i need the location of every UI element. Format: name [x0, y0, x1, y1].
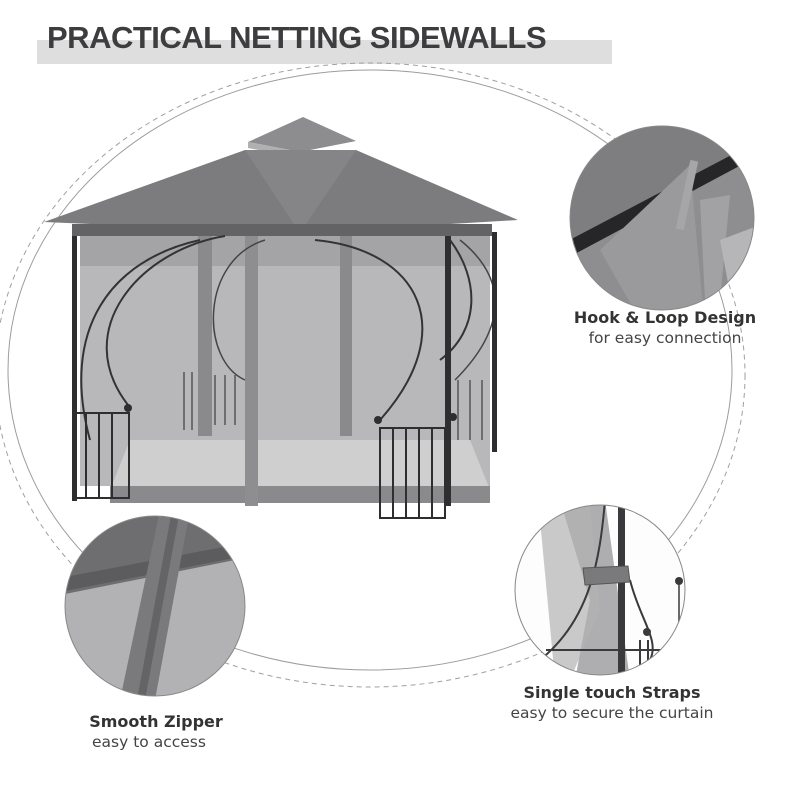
caption-heading: Single touch Straps	[523, 683, 701, 702]
caption-straps: Single touch Straps easy to secure the c…	[496, 683, 728, 722]
inset-hook-loop-image	[570, 126, 754, 310]
gazebo-icon	[44, 117, 518, 519]
decorative-arcs	[0, 62, 746, 688]
caption-heading: Smooth Zipper	[89, 712, 223, 731]
caption-hook-loop: Hook & Loop Design for easy connection	[566, 308, 764, 347]
title-band	[37, 40, 612, 64]
caption-subtext: for easy connection	[588, 329, 742, 347]
inset-zipper-image	[65, 516, 245, 696]
caption-subtext: easy to access	[92, 733, 206, 751]
inset-straps-border	[514, 504, 686, 676]
caption-zipper: Smooth Zipper easy to access	[78, 712, 234, 751]
caption-heading: Hook & Loop Design	[573, 308, 757, 327]
caption-subtext: easy to secure the curtain	[510, 704, 714, 722]
page-title: PRACTICAL NETTING SIDEWALLS	[47, 20, 547, 55]
inset-zipper-border	[64, 515, 246, 697]
inset-straps-image	[515, 505, 685, 675]
inset-hook-loop-border	[569, 125, 755, 311]
